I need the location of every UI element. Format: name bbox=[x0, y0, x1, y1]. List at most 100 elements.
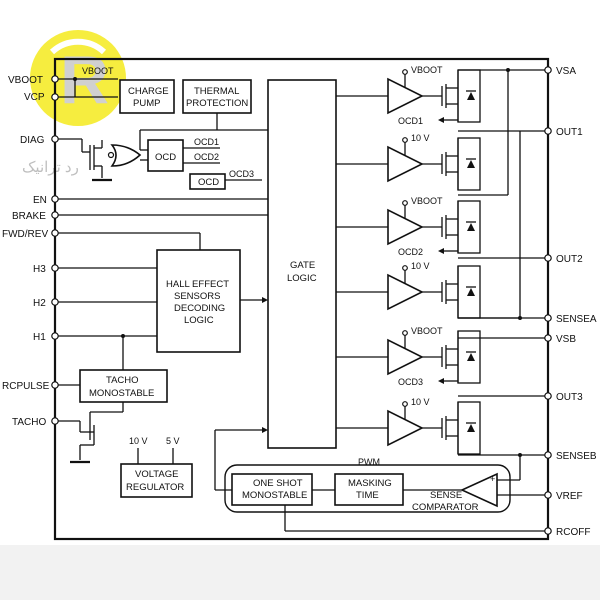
ocd-label: OCD bbox=[155, 152, 176, 163]
driver-supply-label: 10 V bbox=[411, 261, 430, 271]
pwm-wiring bbox=[214, 427, 545, 532]
diode-icon bbox=[467, 160, 475, 168]
diode-icon bbox=[467, 288, 475, 296]
oneshot-label-2: MONOSTABLE bbox=[242, 490, 307, 501]
sense-label-2: COMPARATOR bbox=[412, 502, 479, 513]
driver-amplifier bbox=[387, 77, 424, 115]
driver-supply-node bbox=[402, 69, 408, 75]
hall-effect-decoder-block bbox=[156, 249, 241, 353]
pin-out3: OUT3 bbox=[556, 392, 583, 403]
sense-label-1: SENSE bbox=[430, 490, 462, 501]
or-gate bbox=[110, 144, 142, 167]
or-gate-inverter bbox=[107, 151, 115, 159]
masking-label-2: TIME bbox=[356, 490, 379, 501]
ocd-tap-label: OCD3 bbox=[398, 377, 423, 387]
pin-h2: H2 bbox=[33, 298, 46, 309]
driver-supply-node bbox=[402, 401, 408, 407]
ocd-tap-arrow bbox=[438, 248, 444, 254]
hall-label-3: DECODING bbox=[174, 303, 225, 314]
charge-pump-label-1: CHARGE bbox=[128, 86, 169, 97]
oneshot-label-1: ONE SHOT bbox=[253, 478, 303, 489]
driver-supply-node bbox=[402, 200, 408, 206]
driver-supply-label: 10 V bbox=[411, 397, 430, 407]
comparator-plus: + bbox=[490, 474, 495, 484]
ocd-tap-arrow bbox=[438, 117, 444, 123]
gate-logic-block bbox=[267, 79, 337, 449]
pin-vsb: VSB bbox=[556, 334, 576, 345]
hall-label-1: HALL EFFECT bbox=[166, 279, 229, 290]
sense-comparator-amp bbox=[460, 472, 498, 508]
thermal-protection-block bbox=[182, 79, 252, 114]
pwm-label: PWM bbox=[358, 457, 380, 467]
hall-label-2: SENSORS bbox=[174, 291, 220, 302]
pin-out2: OUT2 bbox=[556, 254, 583, 265]
vreg-10v-label: 10 V bbox=[129, 436, 148, 446]
pin-out1: OUT1 bbox=[556, 127, 583, 138]
pin-rcpulse: RCPULSE bbox=[2, 381, 50, 392]
charge-pump-block bbox=[119, 79, 175, 114]
pin-h1: H1 bbox=[33, 332, 46, 343]
vreg-label-1: VOLTAGE bbox=[135, 469, 178, 480]
pin-vcp: VCP bbox=[24, 92, 45, 103]
ocd3-signal-label: OCD3 bbox=[229, 169, 254, 179]
diode-loop bbox=[457, 330, 481, 384]
pwm-region bbox=[224, 464, 511, 513]
driver-amplifier bbox=[387, 145, 424, 183]
gate-label-1: GATE bbox=[290, 260, 315, 271]
pin-diag: DIAG bbox=[20, 135, 45, 146]
diode-loop bbox=[457, 401, 481, 455]
driver-amplifier bbox=[387, 208, 424, 246]
driver-amplifier bbox=[387, 409, 424, 447]
voltage-regulator-block bbox=[120, 463, 193, 498]
ocd-small-block bbox=[189, 173, 226, 190]
thermal-label-2: PROTECTION bbox=[186, 98, 248, 109]
diode-icon bbox=[467, 92, 475, 100]
pin-sensea: SENSEA bbox=[556, 314, 597, 325]
ocd-tap-arrow bbox=[438, 378, 444, 384]
watermark-logo: R bbox=[30, 30, 126, 126]
pin-fwd-rev: FWD/REV bbox=[2, 229, 48, 240]
footer-band bbox=[0, 545, 600, 600]
right-rails bbox=[458, 68, 545, 457]
diode-loop bbox=[457, 137, 481, 191]
ocd-tap-label: OCD1 bbox=[398, 116, 423, 126]
driver-supply-label: VBOOT bbox=[411, 326, 443, 336]
driver-amplifier bbox=[387, 338, 424, 376]
tacho-label-2: MONOSTABLE bbox=[89, 388, 154, 399]
driver-supply-label: VBOOT bbox=[411, 65, 443, 75]
gate-label-2: LOGIC bbox=[287, 273, 317, 284]
tacho-transistor bbox=[58, 402, 124, 464]
driver-supply-label: 10 V bbox=[411, 133, 430, 143]
hall-label-4: LOGIC bbox=[184, 315, 214, 326]
thermal-label-1: THERMAL bbox=[194, 86, 239, 97]
ocd-small-label: OCD bbox=[198, 177, 219, 188]
vboot-wiring bbox=[58, 77, 118, 98]
diag-transistor bbox=[58, 138, 112, 182]
pin-vref: VREF bbox=[556, 491, 583, 502]
driver-supply-node bbox=[402, 330, 408, 336]
ocd2-signal-label: OCD2 bbox=[194, 152, 219, 162]
vreg-label-2: REGULATOR bbox=[126, 482, 184, 493]
driver-supply-label: VBOOT bbox=[411, 196, 443, 206]
watermark-text: رد ترانیک bbox=[22, 159, 79, 176]
diode-icon bbox=[467, 223, 475, 231]
ocd-tap-label: OCD2 bbox=[398, 247, 423, 257]
charge-pump-label-2: PUMP bbox=[133, 98, 160, 109]
pin-brake: BRAKE bbox=[12, 211, 46, 222]
driver-supply-node bbox=[402, 137, 408, 143]
driver-supply-node bbox=[402, 265, 408, 271]
diode-icon bbox=[467, 353, 475, 361]
pin-senseb: SENSEB bbox=[556, 451, 597, 462]
diode-icon bbox=[467, 424, 475, 432]
ocd-block bbox=[147, 139, 184, 172]
pin-h3: H3 bbox=[33, 264, 46, 275]
pin-rcoff: RCOFF bbox=[556, 527, 590, 538]
diode-loop bbox=[457, 200, 481, 254]
tacho-label-1: TACHO bbox=[106, 375, 139, 386]
svg-text:R: R bbox=[60, 42, 109, 118]
masking-label-1: MASKING bbox=[348, 478, 392, 489]
one-shot-monostable-block bbox=[231, 473, 313, 506]
masking-time-block bbox=[334, 473, 404, 506]
output-drivers: VBOOT OCD1 10 V VBOOT OCD2 10 V VBOOT OCD3 10 V bbox=[336, 65, 481, 455]
